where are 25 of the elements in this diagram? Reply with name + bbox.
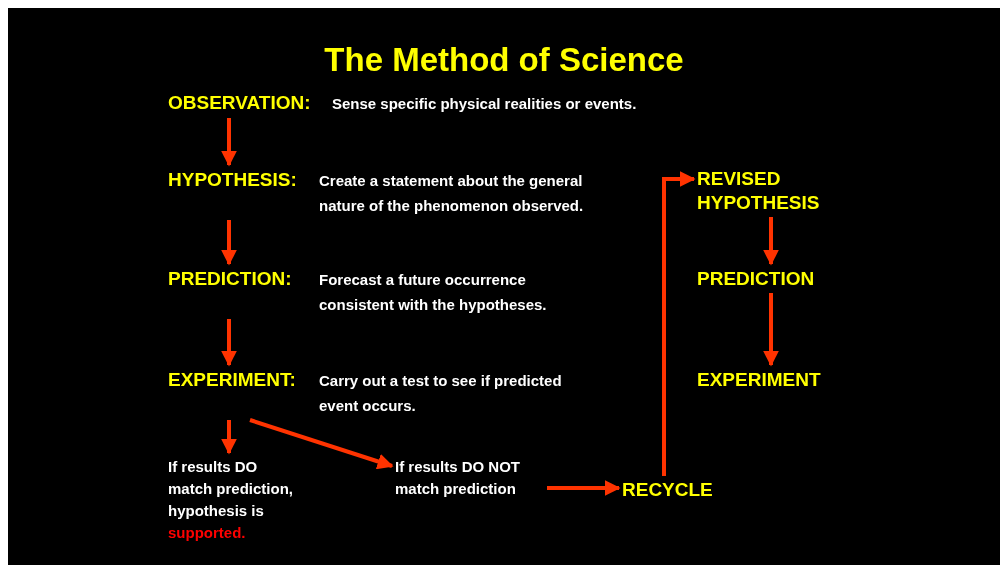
step-heading: RECYCLE <box>622 478 714 502</box>
step-heading: PREDICTION: <box>168 267 293 291</box>
step-heading: EXPERIMENT: <box>168 368 297 392</box>
step-description: Forecast a future occurrence consistent with the hypotheses. <box>319 270 548 315</box>
title: The Method of Science <box>323 40 685 80</box>
arrow <box>763 217 779 266</box>
step-heading: OBSERVATION: <box>168 91 312 115</box>
step-heading: HYPOTHESIS: <box>168 168 298 192</box>
outcome-text: If results DO match prediction, hypothesis is <box>168 457 295 521</box>
step-heading: REVISED HYPOTHESIS <box>697 167 821 215</box>
arrow <box>249 418 394 470</box>
arrow <box>221 319 237 367</box>
arrow <box>547 480 621 496</box>
step-description: Create a statement about the general nature of the phenomenon observed. <box>319 171 585 216</box>
step-description: Carry out a test to see if predicted event occurs. <box>319 371 563 416</box>
step-description: Sense specific physical realities or events. <box>332 94 638 114</box>
arrow <box>662 171 696 476</box>
arrow <box>763 293 779 367</box>
arrow <box>221 220 237 266</box>
outcome-text: If results DO NOT match prediction <box>395 457 522 499</box>
arrow <box>221 420 237 455</box>
step-heading: EXPERIMENT <box>697 368 822 392</box>
step-heading: PREDICTION <box>697 267 816 291</box>
arrow <box>221 118 237 167</box>
outcome-text: supported. <box>168 523 247 543</box>
